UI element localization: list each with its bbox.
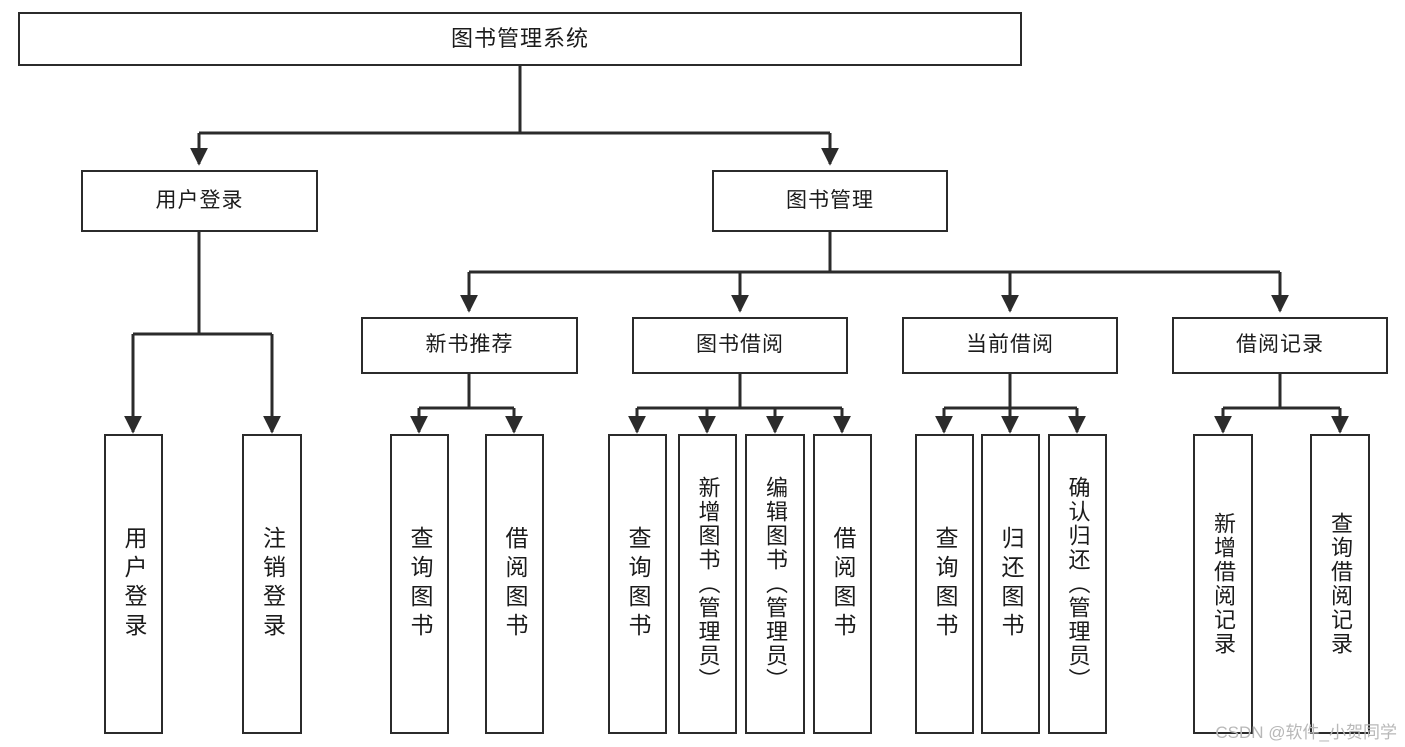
node-label: 图书管理系统: [450, 26, 589, 52]
node-label: 图书借阅: [696, 333, 784, 357]
leaf-query-borrow-record[interactable]: 查询借阅记录: [1310, 434, 1370, 734]
node-label: 新书推荐: [425, 333, 514, 357]
node-label: 图书管理: [786, 188, 874, 212]
node-new-book-recommend[interactable]: 新书推荐: [361, 317, 578, 374]
node-label: 注销登录: [259, 526, 286, 642]
node-label: 查询借阅记录: [1328, 512, 1353, 656]
node-label: 借阅图书: [830, 526, 856, 642]
leaf-user-login[interactable]: 用户登录: [104, 434, 163, 734]
node-label: 查询图书: [407, 526, 433, 642]
leaf-borrow-book[interactable]: 借阅图书: [813, 434, 872, 734]
node-label: 借阅记录: [1236, 333, 1324, 357]
node-label: 确认归还（管理员）: [1065, 476, 1091, 692]
node-root-book-management-system[interactable]: 图书管理系统: [18, 12, 1022, 66]
node-current-borrow[interactable]: 当前借阅: [902, 317, 1118, 374]
node-user-login[interactable]: 用户登录: [81, 170, 318, 232]
leaf-query-book-recommend[interactable]: 查询图书: [390, 434, 449, 734]
leaf-borrow-book-recommend[interactable]: 借阅图书: [485, 434, 544, 734]
leaf-confirm-return-admin[interactable]: 确认归还（管理员）: [1048, 434, 1107, 734]
leaf-edit-book-admin[interactable]: 编辑图书（管理员）: [745, 434, 805, 734]
node-borrow-record[interactable]: 借阅记录: [1172, 317, 1388, 374]
leaf-add-book-admin[interactable]: 新增图书（管理员）: [678, 434, 737, 734]
node-label: 编辑图书（管理员）: [763, 476, 788, 692]
node-label: 查询图书: [932, 526, 958, 642]
node-book-management[interactable]: 图书管理: [712, 170, 948, 232]
leaf-query-book-current[interactable]: 查询图书: [915, 434, 974, 734]
node-label: 借阅图书: [502, 526, 528, 642]
node-label: 归还图书: [998, 526, 1024, 642]
leaf-add-borrow-record[interactable]: 新增借阅记录: [1193, 434, 1253, 734]
node-label: 新增图书（管理员）: [695, 476, 721, 692]
node-label: 用户登录: [155, 188, 244, 212]
node-label: 用户登录: [121, 526, 147, 642]
leaf-return-book[interactable]: 归还图书: [981, 434, 1040, 734]
node-book-borrow[interactable]: 图书借阅: [632, 317, 848, 374]
leaf-query-book-borrow[interactable]: 查询图书: [608, 434, 667, 734]
node-label: 新增借阅记录: [1211, 512, 1236, 656]
node-label: 当前借阅: [966, 333, 1054, 357]
leaf-logout[interactable]: 注销登录: [242, 434, 302, 734]
node-label: 查询图书: [625, 526, 651, 642]
